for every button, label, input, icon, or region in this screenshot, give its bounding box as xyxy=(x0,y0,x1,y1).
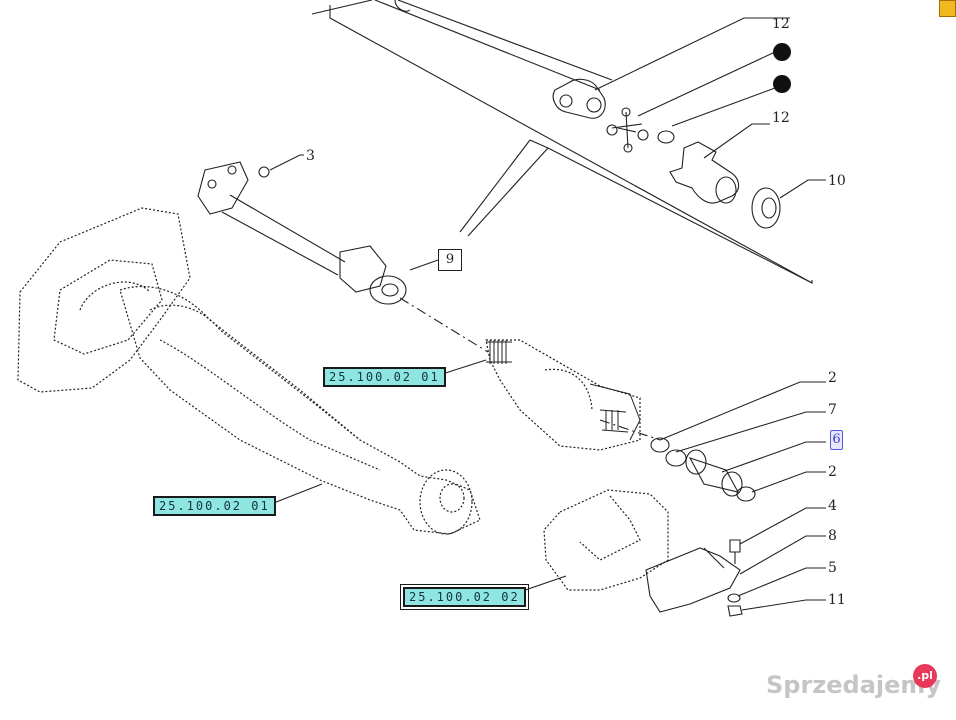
callout-5[interactable]: 5 xyxy=(828,560,837,576)
leader-4 xyxy=(739,507,826,545)
o-ring-7 xyxy=(665,449,687,467)
leader-12a xyxy=(594,17,790,91)
leader-2b xyxy=(751,471,826,493)
support-bracket xyxy=(543,489,669,591)
leader-10 xyxy=(779,179,826,199)
callout-11[interactable]: 11 xyxy=(828,592,846,608)
washer-5 xyxy=(727,593,741,603)
filled-marker-2 xyxy=(773,75,791,93)
callout-2b[interactable]: 2 xyxy=(828,464,837,480)
callout-8[interactable]: 8 xyxy=(828,528,837,544)
grease-nipple xyxy=(258,166,270,178)
reference-link-3[interactable]: 25.100.02 02 xyxy=(400,584,529,610)
callout-6-selected[interactable]: 6 xyxy=(830,430,843,450)
filled-marker-1 xyxy=(773,43,791,61)
front-drive-shaft xyxy=(221,194,346,276)
upper-shaft xyxy=(374,0,613,91)
seal-ring-2 xyxy=(650,437,670,453)
callout-9-boxed[interactable]: 9 xyxy=(438,249,462,271)
leader-5 xyxy=(737,567,826,597)
front-shaft-yoke xyxy=(197,161,249,215)
watermark-badge: .pl xyxy=(913,664,937,688)
differential-carrier xyxy=(485,339,641,451)
cross-spider xyxy=(611,111,643,149)
slip-yoke xyxy=(669,141,740,204)
leader-3 xyxy=(269,154,304,171)
splined-pinion xyxy=(486,340,641,441)
reference-link-1[interactable]: 25.100.02 01 xyxy=(323,367,446,387)
leader-6 xyxy=(721,441,826,473)
leader-11 xyxy=(741,599,826,611)
callout-12b[interactable]: 12 xyxy=(772,110,790,126)
leader-12b xyxy=(703,123,770,159)
seal-ring-2b xyxy=(736,486,756,502)
axle-housing xyxy=(17,207,669,591)
sleeve-6 xyxy=(688,457,740,493)
leader-2a xyxy=(659,381,826,441)
axis-centerline xyxy=(399,297,489,353)
leader-8 xyxy=(739,535,826,575)
rear-shaft-yoke xyxy=(339,245,387,293)
callout-7[interactable]: 7 xyxy=(828,402,837,418)
upper-yoke xyxy=(552,78,606,119)
leader-9 xyxy=(409,259,439,271)
callout-12a[interactable]: 12 xyxy=(772,16,790,32)
nut-11 xyxy=(727,605,743,617)
snap-ring xyxy=(657,130,675,144)
reference-link-2[interactable]: 25.100.02 01 xyxy=(153,496,276,516)
leader-7 xyxy=(675,411,826,453)
washer xyxy=(751,187,781,229)
frame-line-top xyxy=(329,5,813,284)
corner-folder-icon[interactable] xyxy=(939,0,956,17)
callout-2a[interactable]: 2 xyxy=(828,370,837,386)
callout-10[interactable]: 10 xyxy=(828,173,846,189)
callout-4[interactable]: 4 xyxy=(828,498,837,514)
bolt-4 xyxy=(729,539,741,564)
watermark-text: Sprzedajemy xyxy=(766,671,942,699)
callout-3[interactable]: 3 xyxy=(306,148,315,164)
guard-plate-8 xyxy=(645,547,741,613)
